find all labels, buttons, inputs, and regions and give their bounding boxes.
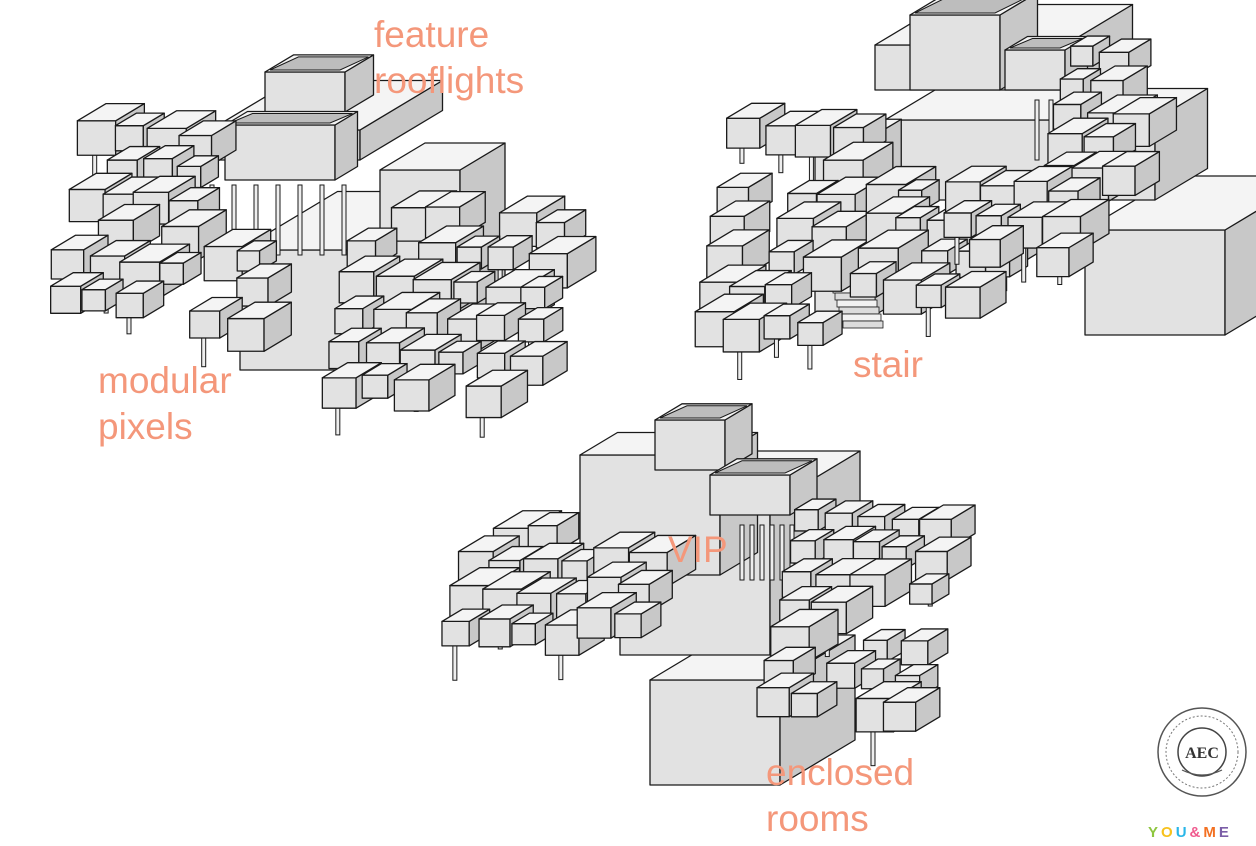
label-vip: VIP	[668, 527, 728, 573]
support-column	[807, 342, 813, 370]
support-column	[759, 524, 765, 581]
support-column	[275, 184, 281, 256]
pixel-box	[764, 272, 813, 310]
support-column	[769, 524, 775, 581]
tagline-letter: O	[1161, 824, 1176, 841]
support-column	[737, 347, 743, 380]
pixel-box	[50, 234, 109, 280]
pixel-box	[1036, 232, 1094, 278]
aec-seal-icon: AEC	[1157, 707, 1247, 797]
pixel-box	[900, 628, 949, 666]
pixel-box	[511, 612, 554, 646]
pixel-box	[227, 301, 292, 352]
pixel-box	[517, 306, 564, 343]
pixel-box	[527, 511, 580, 553]
model-bottom-center-drawing	[441, 403, 976, 786]
pixel-box	[81, 278, 124, 312]
model-top-right-drawing	[694, 0, 1256, 380]
tagline-letter: U	[1175, 824, 1190, 841]
tagline-letter: M	[1203, 824, 1219, 841]
pixel-box	[159, 251, 202, 285]
label-stair-text: stair	[853, 344, 923, 385]
pixel-box	[914, 536, 972, 581]
label-modular-line1: modular	[98, 360, 232, 401]
aec-logo: AEC	[1152, 700, 1252, 846]
rooflight-opening	[714, 460, 813, 474]
label-modular-pixels: modular pixels	[98, 358, 232, 450]
pixel-box	[968, 225, 1024, 268]
support-column	[297, 184, 303, 256]
support-column	[319, 184, 325, 256]
pixel-box	[475, 302, 527, 342]
pixel-box	[1084, 175, 1256, 336]
rooflight-opening	[229, 113, 353, 124]
label-feature-rooflights: feature rooflights	[374, 12, 524, 104]
support-column	[954, 234, 960, 265]
label-modular-line2: pixels	[98, 406, 193, 447]
pixel-box	[1101, 150, 1161, 197]
aec-emblem-text: AEC	[1185, 745, 1219, 762]
label-feature-line1: feature	[374, 14, 490, 55]
support-column	[925, 304, 931, 337]
rooflight-opening	[914, 0, 1023, 14]
pixel-box	[115, 280, 165, 319]
support-column	[739, 524, 745, 581]
model-top-right	[694, 0, 1256, 385]
pixel-box	[393, 363, 456, 412]
pixel-box	[520, 275, 564, 310]
pixel-box	[405, 298, 462, 342]
model-top-left-drawing	[50, 54, 597, 438]
tagline-letter: E	[1218, 824, 1232, 841]
support-column	[749, 524, 755, 581]
tagline-letter: Y	[1148, 824, 1162, 841]
label-feature-line2: rooflights	[374, 60, 525, 101]
label-enclosed-line2: rooms	[766, 798, 869, 839]
support-column	[335, 404, 341, 436]
pixel-box	[614, 601, 662, 639]
model-top-left	[50, 50, 600, 438]
label-stair: stair	[853, 342, 923, 388]
support-column	[341, 184, 347, 256]
pixel-box	[882, 687, 941, 732]
pixel-box	[790, 681, 838, 718]
rooflight-opening	[659, 405, 748, 419]
model-bottom-center	[441, 395, 976, 795]
label-enclosed-rooms: enclosed rooms	[766, 750, 914, 842]
rooflight-opening	[269, 56, 369, 71]
pixel-box	[797, 310, 843, 347]
pixel-box	[236, 263, 293, 307]
pixel-box	[487, 235, 533, 271]
support-column	[452, 642, 458, 681]
support-column	[1034, 99, 1040, 161]
pixel-box	[346, 227, 398, 268]
tagline-letter: &	[1189, 824, 1204, 841]
pixel-box	[909, 573, 950, 605]
youme-tagline: YOU&ME	[1148, 824, 1232, 841]
support-column	[558, 651, 564, 681]
pixel-box	[944, 270, 1007, 319]
pixel-box	[465, 369, 529, 419]
label-vip-text: VIP	[668, 529, 728, 570]
label-enclosed-line1: enclosed	[766, 752, 915, 793]
